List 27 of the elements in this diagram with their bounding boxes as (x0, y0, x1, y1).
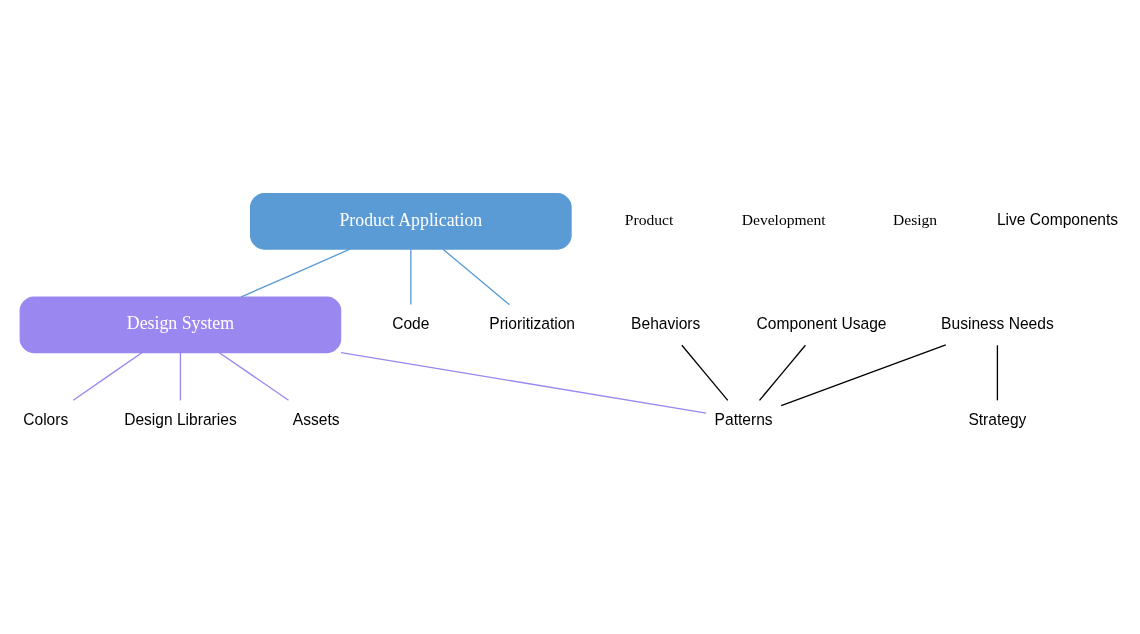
connector (996, 344, 999, 402)
label: Live Components (996, 211, 1119, 229)
node-text: Strategy (968, 410, 1027, 428)
connector (340, 351, 707, 414)
label: Development (741, 211, 826, 229)
node-text: Behaviors (631, 314, 701, 332)
node-text: Colors (23, 410, 69, 428)
connector (780, 344, 947, 407)
connector (442, 248, 511, 306)
connector (758, 344, 807, 402)
connector (681, 344, 729, 402)
connector (410, 248, 412, 306)
connector (218, 352, 290, 401)
node-text: Prioritization (489, 314, 576, 332)
node-box: Product Application (250, 192, 572, 250)
node-text: Design Libraries (124, 410, 237, 428)
node-text: Component Usage (756, 314, 887, 332)
connector (72, 352, 143, 401)
connector (179, 352, 182, 402)
node-text: Business Needs (941, 314, 1054, 332)
label: Design (892, 211, 938, 229)
node-text: Patterns (714, 410, 773, 428)
node-text: Code (392, 314, 430, 332)
node-box: Design System (19, 296, 342, 354)
node-text: Assets (292, 410, 340, 428)
connector (240, 248, 351, 298)
label: Product (624, 211, 674, 229)
